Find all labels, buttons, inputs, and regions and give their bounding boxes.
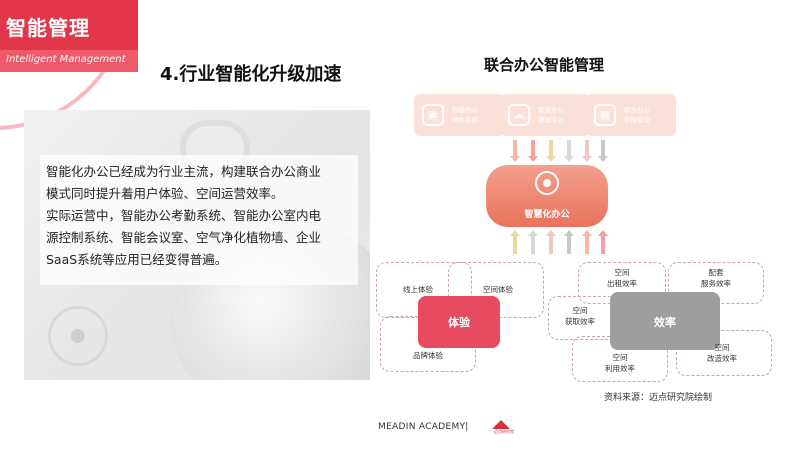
header-title: 智能管理 [6,16,90,40]
top-box-label-line: 智能管理 [624,116,650,124]
efficiency-item: 配套 服务效率 [692,267,740,289]
efficiency-item-line: 空间 [572,306,588,315]
arrow-down-icon [510,140,520,162]
center-node-label: 智慧化办公 [524,210,570,220]
footer-brand-text: MEADIN ACADEMY| [378,422,469,432]
body-line: 智能化办公已经成为行业主流，构建联合办公商业 [46,164,322,179]
arrow-down-icon [582,140,592,162]
efficiency-item: 空间 出租效率 [598,267,646,289]
top-box-label-line: 智能办公 [452,106,478,114]
efficiency-item: 空间 改造效率 [698,342,746,364]
efficiency-item-line: 改造效率 [707,354,737,363]
arrow-up-icon [546,230,556,254]
experience-item: 线上体验 [403,285,433,294]
arrow-down-icon [564,140,574,162]
arrow-up-icon [528,230,538,254]
top-box-label: 联合办公 智能管理 [624,105,674,125]
efficiency-item-line: 获取效率 [565,317,595,326]
body-paragraph: 智能化办公已经成为行业主流，构建联合办公商业 模式同时提升着用户体验、空间运营效… [46,161,356,271]
footer-logo-text: 迈点研究院 [494,429,514,434]
header-red-block [0,0,138,50]
efficiency-item-line: 出租效率 [607,279,637,288]
venn-renovate [676,330,772,376]
grid-icon: ▦ [594,104,616,126]
top-box-management: ▦ 联合办公 智能管理 [586,94,676,136]
gear-dot-shape [71,329,85,343]
arrow-down-icon [546,140,556,162]
footer-logo: 迈点研究院 [492,420,522,434]
body-line: 实际运营中，智能办公考勤系统、智能办公室内电 [46,208,322,223]
text-overlay [40,155,358,285]
top-box-label-line: 智能办公 [538,106,564,114]
efficiency-item-line: 服务效率 [701,279,731,288]
diagram-title: 联合办公智能管理 [484,56,605,74]
arrow-up-icon [564,230,574,254]
header-subtitle: Intelligent Management [6,54,126,65]
center-node: 智慧化办公 [486,165,608,227]
experience-item: 空间体验 [483,285,513,294]
arrow-up-icon [510,230,520,254]
efficiency-item-line: 配套 [708,268,724,277]
arrow-down-icon [598,140,608,162]
top-box-hardware: ▣ 智能办公 硬件系统 [414,94,504,136]
body-line: 源控制系统、智能会议室、空气净化植物墙、企业 [46,230,322,245]
body-line: SaaS系统等应用已经变得普遍。 [46,252,228,267]
chip-icon: ▣ [422,104,444,126]
logo-triangle-icon [492,420,510,429]
arrow-down-icon [528,140,538,162]
section-title: 4.行业智能化升级加速 [160,64,342,85]
header-subtitle-bar [0,50,138,72]
experience-core [418,296,500,348]
efficiency-item: 空间 利用效率 [596,352,644,374]
experience-core-label: 体验 [448,316,470,329]
efficiency-item: 空间 获取效率 [556,305,604,327]
top-box-label-line: 联合办公 [624,106,650,114]
arrow-up-icon [582,230,592,254]
experience-item: 品牌体验 [413,351,443,360]
top-box-platform: ☁ 智能办公 管理平台 [500,94,590,136]
top-box-label-line: 管理平台 [538,116,564,124]
efficiency-item-line: 空间 [714,343,730,352]
top-box-label: 智能办公 管理平台 [538,105,588,125]
efficiency-item-line: 利用效率 [605,364,635,373]
source-note: 资料来源：迈点研究院绘制 [604,393,713,403]
top-box-label: 智能办公 硬件系统 [452,105,502,125]
efficiency-item-line: 空间 [614,268,630,277]
efficiency-core [610,292,720,350]
body-line: 模式同时提升着用户体验、空间运营效率。 [46,186,284,201]
efficiency-core-label: 效率 [654,316,676,329]
cloud-icon: ☁ [508,104,530,126]
gear-ring-shape [48,306,108,366]
top-box-label-line: 硬件系统 [452,116,478,124]
head-gear-icon [535,171,559,195]
arrow-up-icon [598,230,608,254]
efficiency-item-line: 空间 [612,353,628,362]
